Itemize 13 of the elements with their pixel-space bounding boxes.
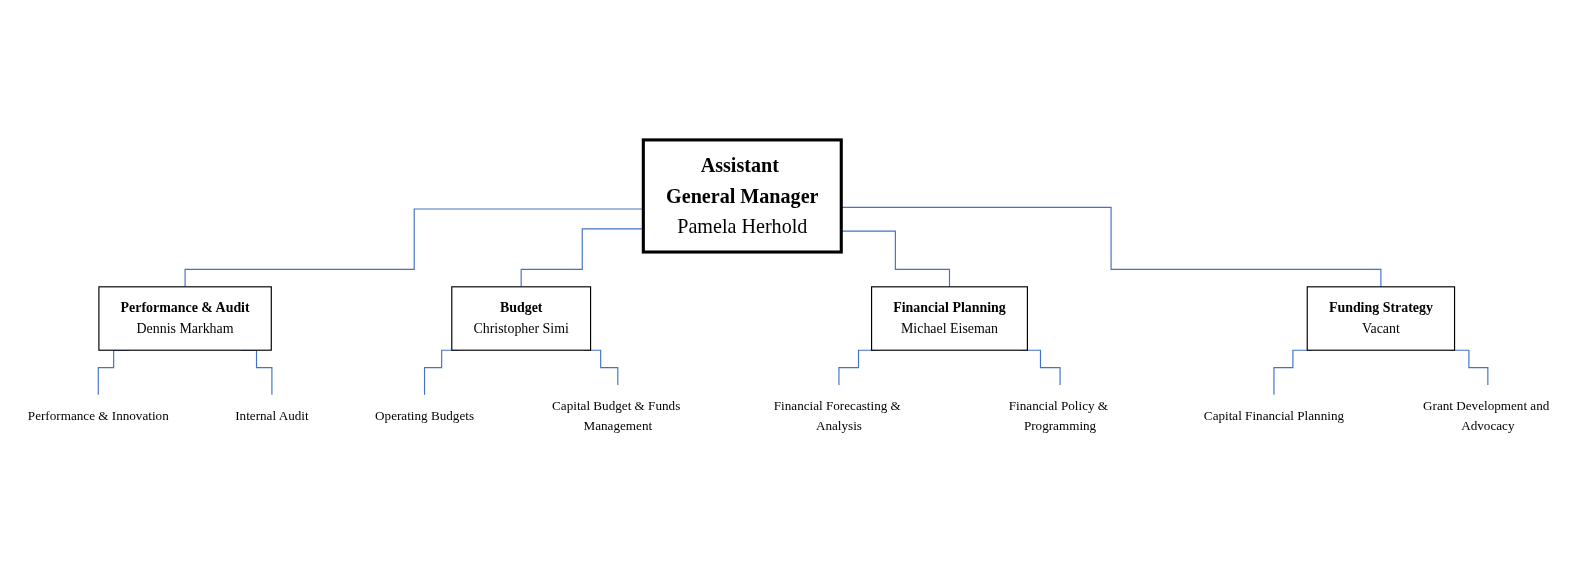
node-text: Internal Audit xyxy=(235,408,309,423)
node-box: Performance & Audit Dennis Markham xyxy=(98,286,272,351)
node-text: Capital Financial Planning xyxy=(1203,408,1345,423)
node-text: Performance & Innovation xyxy=(27,408,169,423)
node-text: Capital Budget & Funds Management xyxy=(552,398,681,433)
node-text: Financial Policy & Programming xyxy=(1008,398,1109,433)
node-text: Financial Forecasting & Analysis xyxy=(773,398,901,433)
node-box: Budget Christopher Simi xyxy=(451,286,592,351)
node-box: Assistant General Manager Pamela Herhold xyxy=(641,138,843,254)
node-text: Grant Development and Advocacy xyxy=(1423,398,1550,433)
node-text: Operating Budgets xyxy=(375,408,474,423)
node-box: Financial Planning Michael Eiseman xyxy=(871,286,1028,351)
node-box: Funding Strategy Vacant xyxy=(1306,286,1456,351)
